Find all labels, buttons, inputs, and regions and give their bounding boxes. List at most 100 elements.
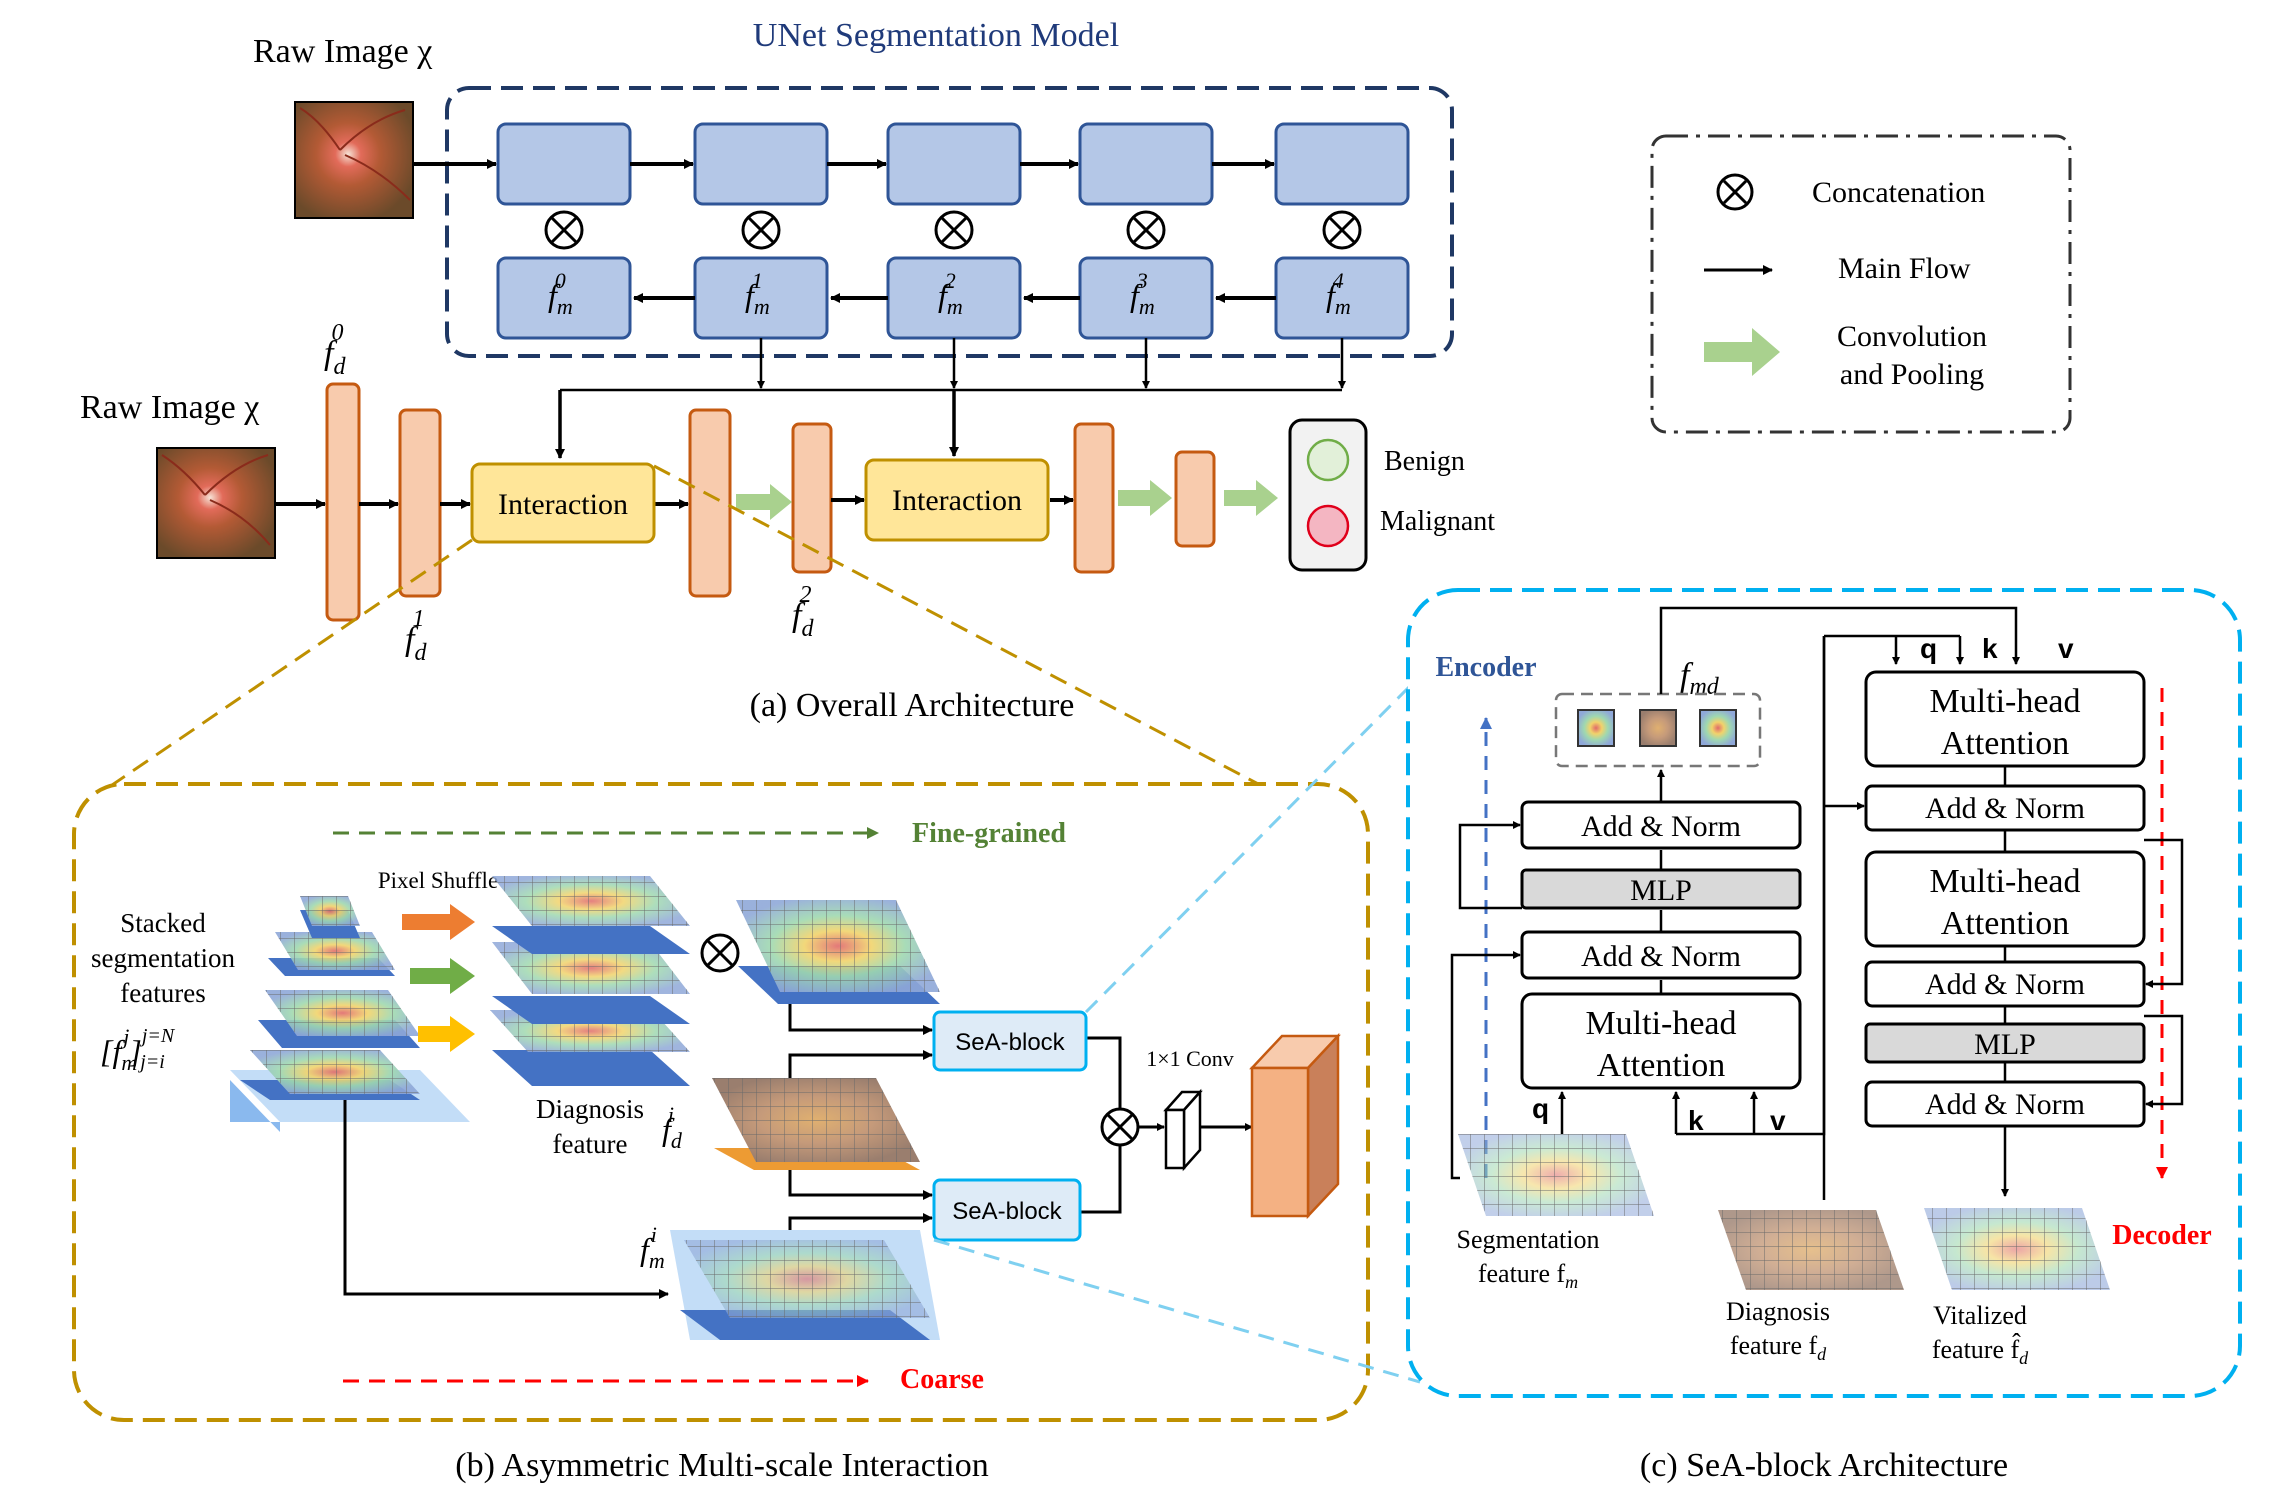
svg-text:MLP: MLP	[1630, 874, 1692, 907]
dec-q-label: q	[1920, 633, 1937, 664]
raw-image-label-bottom: Raw Image χ	[80, 389, 259, 426]
sea-block-1: SeA-block	[932, 1010, 1088, 1072]
pixel-shuffle-label: Pixel Shuffle	[378, 868, 498, 893]
panel-b-box	[72, 782, 1370, 1422]
svg-text:fd0: fd0	[324, 320, 346, 380]
legend-box	[1650, 134, 2072, 434]
svg-text:fm4: fm4	[1326, 268, 1351, 319]
pixel-shuffle-arrows	[402, 904, 475, 1052]
enc-k-label: k	[1688, 1105, 1704, 1136]
dec-add-norm-2: Add & Norm	[1864, 960, 2146, 1008]
svg-text:fd1: fd1	[405, 606, 427, 666]
svg-text:Coarse: Coarse	[900, 1364, 984, 1395]
diag-feature-c-label-2: feature fd	[1730, 1331, 1827, 1364]
fused-seg-feature	[736, 900, 940, 1004]
unet-decoder-row	[496, 256, 1410, 340]
enc-connectors	[1450, 606, 2020, 1200]
diag-feature-labels: fd0 fd1 fd2	[324, 320, 814, 666]
svg-text:Add & Norm: Add & Norm	[1925, 968, 2085, 1001]
dec-v-label: v	[2058, 633, 2074, 664]
svg-text:fm2: fm2	[938, 268, 963, 319]
vital-feature-label-1: Vitalized	[1933, 1301, 2027, 1330]
svg-text:Main Flow: Main Flow	[1838, 252, 1971, 285]
svg-text:fm3: fm3	[1130, 268, 1155, 319]
enc-mlp: MLP	[1520, 868, 1802, 910]
svg-text:SeA-block: SeA-block	[952, 1198, 1062, 1225]
diag-feature-label-1: Diagnosis	[536, 1094, 644, 1124]
panel-b-connectors	[343, 1004, 1253, 1299]
svg-text:MLP: MLP	[1974, 1028, 2036, 1061]
diag-feature-label-2: feature	[553, 1129, 628, 1159]
vital-feature-label-2: feature f̂d	[1932, 1334, 2029, 1368]
svg-text:Add & Norm: Add & Norm	[1581, 940, 1741, 973]
caption-b: (b) Asymmetric Multi-scale Interaction	[455, 1447, 988, 1484]
enc-q-label: q	[1532, 1093, 1549, 1124]
classifier-output: Benign Malignant	[1288, 418, 1495, 572]
raw-image-label-top: Raw Image χ	[253, 33, 432, 70]
fine-grained-arrow: Fine-grained	[333, 818, 1066, 849]
svg-text:Add & Norm: Add & Norm	[1925, 1088, 2085, 1121]
svg-text:Attention: Attention	[1941, 905, 2069, 942]
stacked-label-1: Stacked	[120, 908, 206, 938]
conv-kernel	[1163, 1088, 1203, 1172]
enc-v-label: v	[1770, 1105, 1786, 1136]
sea-block-2: SeA-block	[932, 1178, 1082, 1242]
caption-a: (a) Overall Architecture	[750, 687, 1075, 724]
conv-pool-arrows	[736, 480, 1278, 520]
svg-text:SeA-block: SeA-block	[955, 1029, 1065, 1056]
stacked-label-3: features	[120, 978, 205, 1008]
dec-multi-head-attention-2: Multi-head Attention	[1864, 850, 2146, 948]
panel-c-diag-feature	[1718, 1210, 1904, 1290]
dec-mlp: MLP	[1864, 1022, 2146, 1064]
enc-add-norm-bot: Add & Norm	[1520, 930, 1802, 980]
seg-feature-c-label-1: Segmentation	[1457, 1225, 1600, 1254]
svg-text:and Pooling: and Pooling	[1840, 358, 1984, 391]
concat-icon-b1	[700, 933, 740, 973]
malignant-indicator	[1306, 504, 1350, 548]
conv-label: 1×1 Conv	[1146, 1046, 1234, 1071]
unet-concat-icons	[544, 210, 1362, 250]
interaction-box-2: Interaction	[864, 458, 1050, 542]
dec-multi-head-attention-1: Multi-head Attention	[1864, 670, 2146, 768]
svg-text:Multi-head: Multi-head	[1585, 1005, 1736, 1042]
svg-text:Interaction: Interaction	[498, 488, 628, 521]
svg-text:Add & Norm: Add & Norm	[1581, 810, 1741, 843]
unet-encoder-row	[496, 122, 1410, 206]
unet-dashed-box	[445, 86, 1454, 358]
svg-text:Attention: Attention	[1597, 1047, 1725, 1084]
concat-icon-b2	[1100, 1107, 1140, 1147]
diag-blocks	[325, 382, 1216, 622]
seg-feature-plane	[670, 1230, 940, 1340]
panel-b-zoom-lines	[89, 464, 1301, 808]
svg-text:Multi-head: Multi-head	[1929, 863, 2080, 900]
enc-multi-head-attention: Multi-head Attention	[1520, 992, 1802, 1090]
decoder-label: Decoder	[2112, 1220, 2212, 1251]
upsampled-stack	[490, 876, 690, 1086]
dec-connectors	[1824, 766, 2184, 1197]
enc-add-norm-top: Add & Norm	[1520, 800, 1802, 850]
svg-text:Fine-grained: Fine-grained	[912, 818, 1066, 849]
benign-label: Benign	[1384, 446, 1465, 477]
diag-feature-sym: fdi	[662, 1102, 683, 1153]
svg-text:Concatenation: Concatenation	[1812, 176, 1985, 209]
svg-text:Multi-head: Multi-head	[1929, 683, 2080, 720]
unet-title: UNet Segmentation Model	[753, 17, 1119, 54]
diag-feature-c-label-1: Diagnosis	[1726, 1297, 1830, 1326]
dec-k-label: k	[1982, 633, 1998, 664]
caption-c: (c) SeA-block Architecture	[1640, 1447, 2008, 1484]
malignant-label: Malignant	[1380, 506, 1495, 537]
benign-indicator	[1306, 438, 1350, 482]
panel-c-seg-feature	[1458, 1134, 1654, 1216]
diag-feature-plane	[712, 1078, 920, 1170]
legend-conv-pool: Convolution and Pooling	[1704, 320, 1987, 391]
svg-text:Attention: Attention	[1941, 725, 2069, 762]
legend-concat: Concatenation	[1716, 173, 1985, 211]
seg-feature-c-label-2: feature fm	[1478, 1259, 1578, 1292]
panel-c-zoom-lines	[933, 674, 1422, 1384]
svg-text:fm1: fm1	[745, 268, 770, 319]
raw-image-bottom	[156, 447, 276, 559]
encoder-label: Encoder	[1435, 652, 1536, 683]
svg-text:fd2: fd2	[792, 582, 814, 642]
